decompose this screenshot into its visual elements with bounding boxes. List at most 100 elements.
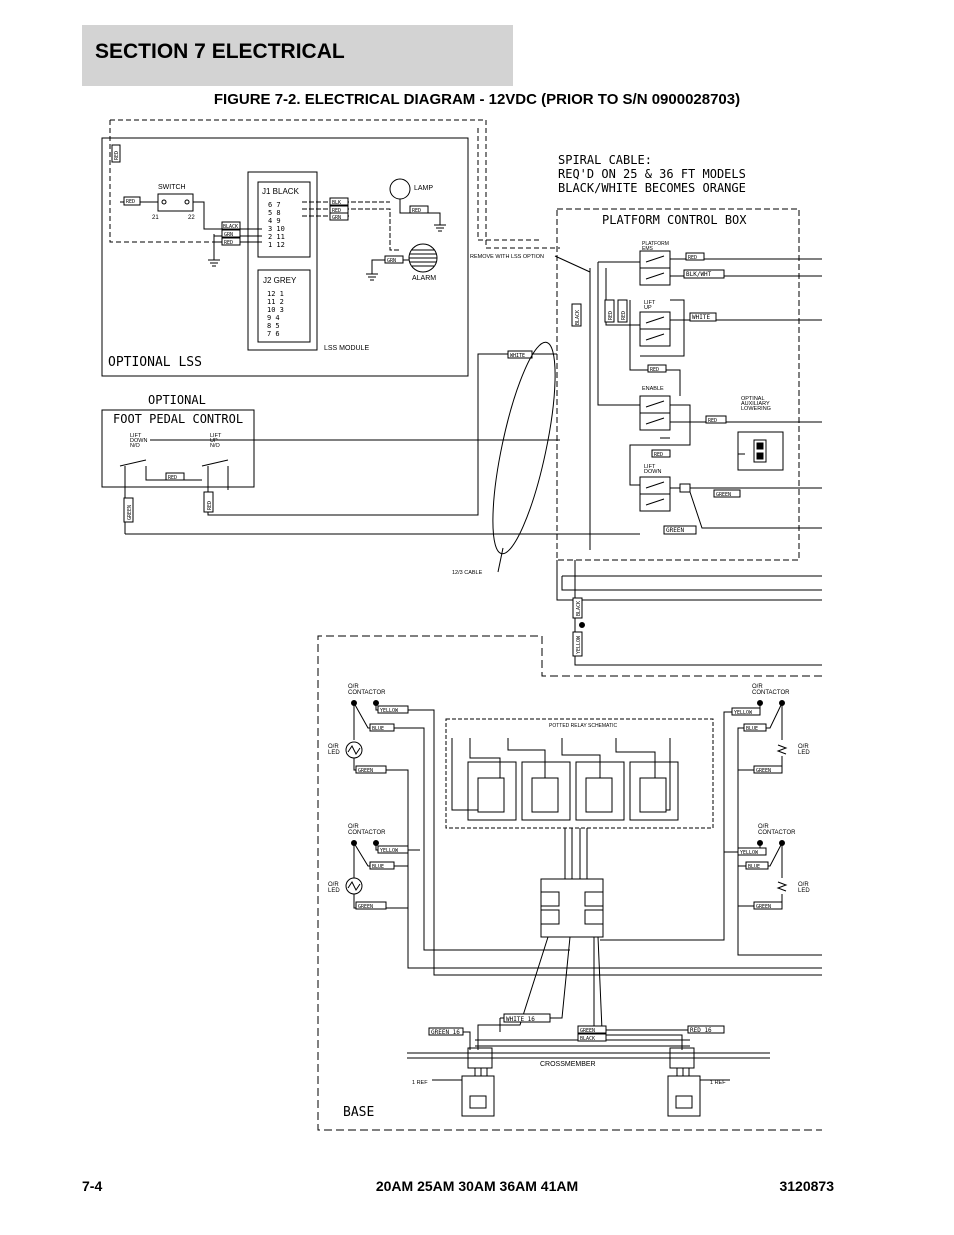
svg-text:RED: RED (708, 418, 717, 424)
section-header-bar (82, 25, 513, 86)
svg-text:BLACK/WHITE BECOMES ORANGE: BLACK/WHITE BECOMES ORANGE (558, 181, 746, 195)
svg-text:BLACK: BLACK (223, 224, 238, 230)
platform-control-box: PLATFORM CONTROL BOX REMOVE WITH LSS OPT… (470, 208, 822, 561)
svg-text:10 3: 10 3 (267, 306, 284, 314)
svg-text:WHITE: WHITE (510, 353, 525, 359)
svg-text:WHITE: WHITE (692, 314, 710, 321)
ref-left: 1 REF (412, 1080, 428, 1086)
spiral-cable-note: SPIRAL CABLE: REQ'D ON 25 & 36 FT MODELS… (558, 153, 746, 195)
svg-text:BLACK: BLACK (576, 601, 582, 616)
svg-text:YELLOW: YELLOW (734, 710, 753, 716)
svg-text:12 1: 12 1 (267, 290, 284, 298)
alarm-label: ALARM (412, 275, 436, 282)
footer-doc-number: 3120873 (779, 1178, 834, 1194)
svg-text:RED: RED (688, 255, 697, 261)
svg-text:GRN: GRN (332, 215, 341, 221)
plug-left (461, 1075, 495, 1117)
base-label: BASE (343, 1105, 374, 1120)
ground-symbol (208, 234, 220, 267)
svg-text:GREEN: GREEN (580, 1028, 595, 1034)
switch-label: SWITCH (158, 184, 186, 191)
connector-left (467, 1047, 493, 1069)
connector-right (669, 1047, 695, 1069)
ref-right: 1 REF (710, 1080, 726, 1086)
cable-12-3: 12/3 CABLE (452, 341, 556, 576)
svg-text:RED 16: RED 16 (690, 1027, 712, 1034)
svg-text:6 7: 6 7 (268, 201, 281, 209)
svg-text:YELLOW: YELLOW (380, 708, 399, 714)
figure-title: FIGURE 7-2. ELECTRICAL DIAGRAM - 12VDC (… (213, 91, 741, 108)
svg-text:GRN: GRN (387, 258, 396, 264)
aux-lowering-switch (737, 431, 784, 471)
svg-text:GREEN: GREEN (358, 768, 373, 774)
svg-text:ENABLE: ENABLE (642, 386, 664, 392)
svg-text:3 10: 3 10 (268, 225, 285, 233)
j2-connector (257, 269, 311, 343)
ground-control-module (540, 878, 604, 938)
svg-text:BLACK: BLACK (575, 310, 581, 325)
svg-text:GREEN: GREEN (756, 904, 771, 910)
svg-text:RED: RED (168, 475, 177, 481)
svg-text:2 11: 2 11 (268, 233, 285, 241)
svg-text:J2 GREY: J2 GREY (263, 276, 297, 285)
platform-box-label: PLATFORM CONTROL BOX (602, 213, 747, 227)
svg-text:REQ'D ON 25 & 36 FT MODELS: REQ'D ON 25 & 36 FT MODELS (558, 167, 746, 181)
plug-right (667, 1075, 701, 1117)
svg-text:WHITE 16: WHITE 16 (506, 1016, 535, 1023)
footer-page-number: 7-4 (82, 1178, 103, 1194)
crossmember-label: CROSSMEMBER (540, 1061, 596, 1068)
svg-text:BLACK: BLACK (580, 1036, 595, 1042)
svg-text:4 9: 4 9 (268, 217, 281, 225)
lss-box (101, 137, 469, 377)
svg-text:RED: RED (207, 501, 213, 510)
svg-text:BLUE: BLUE (372, 726, 384, 732)
svg-text:SPIRAL CABLE:: SPIRAL CABLE: (558, 153, 652, 167)
svg-text:BLK: BLK (332, 200, 341, 206)
svg-text:GREEN: GREEN (666, 527, 684, 534)
svg-text:BLUE: BLUE (372, 864, 384, 870)
potted-relay-title: POTTED RELAY SCHEMATIC (549, 723, 617, 729)
lss-harness-dashed (110, 119, 560, 249)
svg-text:RED: RED (621, 311, 627, 320)
svg-text:BLUE: BLUE (748, 864, 760, 870)
lss-module-label: LSS MODULE (324, 345, 369, 352)
svg-text:RED: RED (332, 208, 341, 214)
svg-text:GREEN: GREEN (127, 505, 133, 520)
svg-text:5 8: 5 8 (268, 209, 281, 217)
relay-blocks (451, 738, 679, 821)
cable-label: 12/3 CABLE (452, 570, 483, 576)
svg-text:RED: RED (654, 452, 663, 458)
svg-text:RED: RED (114, 151, 120, 160)
foot-pedal-box (101, 409, 255, 488)
svg-text:22: 22 (188, 215, 195, 221)
svg-text:9 4: 9 4 (267, 314, 280, 322)
svg-text:21: 21 (152, 215, 159, 221)
lamp-label: LAMP (414, 185, 433, 192)
svg-text:GRN: GRN (224, 232, 233, 238)
section-title: SECTION 7 ELECTRICAL (95, 40, 345, 63)
svg-text:J1 BLACK: J1 BLACK (262, 187, 300, 196)
svg-text:YELLOW: YELLOW (740, 850, 759, 856)
svg-text:RED: RED (412, 208, 421, 214)
svg-text:1 12: 1 12 (268, 241, 285, 249)
footer-models: 20AM 25AM 30AM 36AM 41AM (375, 1178, 579, 1194)
lss-section: OPTIONAL LSS RED SWITCH 21 22 RED BLACK … (101, 119, 560, 377)
svg-text:YELLOW: YELLOW (576, 635, 582, 654)
svg-text:RED: RED (126, 199, 135, 205)
lamp-symbol (389, 178, 411, 200)
svg-text:BLK/WHT: BLK/WHT (686, 271, 712, 278)
svg-text:GREEN: GREEN (716, 492, 731, 498)
svg-text:8 5: 8 5 (267, 322, 280, 330)
base-box (317, 635, 822, 1131)
